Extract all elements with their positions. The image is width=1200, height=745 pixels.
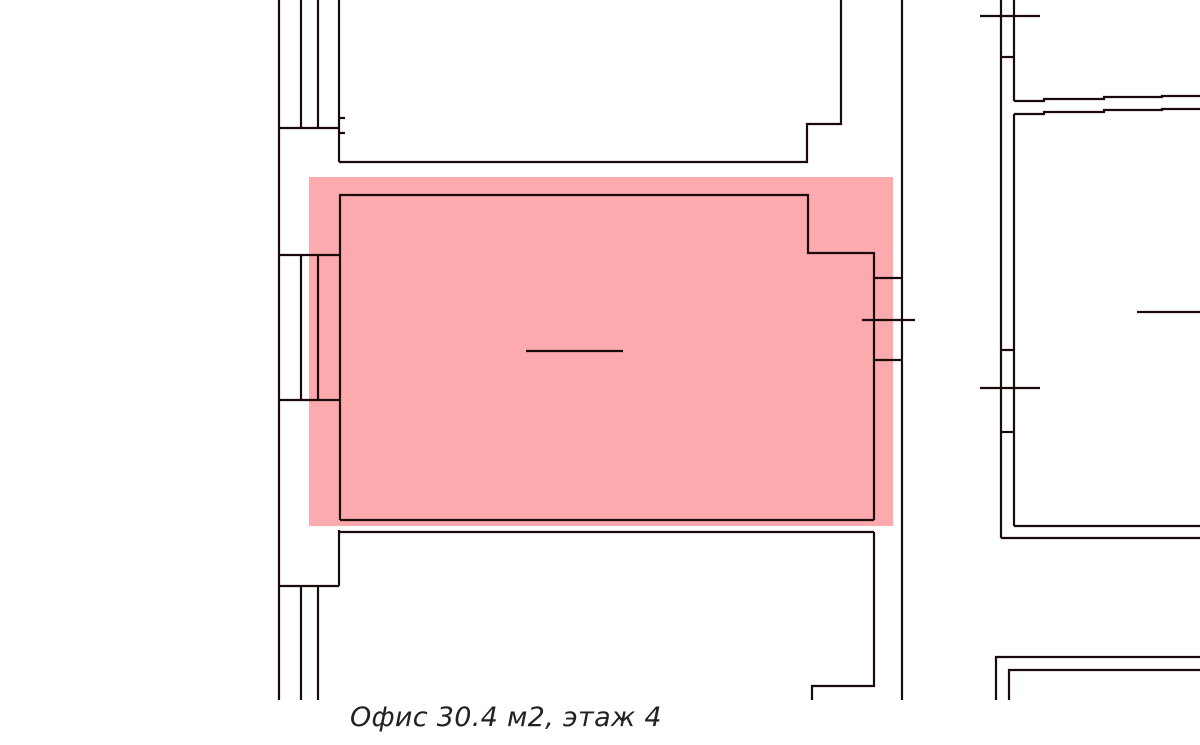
bottom-right-room [994,655,1200,700]
upper-room [339,0,843,164]
left-wall-group [277,0,345,700]
plan-caption: Офис 30.4 м2, этаж 4 [350,702,662,733]
lower-room [340,530,876,700]
office-outline [338,193,915,522]
right-room [980,0,1200,540]
